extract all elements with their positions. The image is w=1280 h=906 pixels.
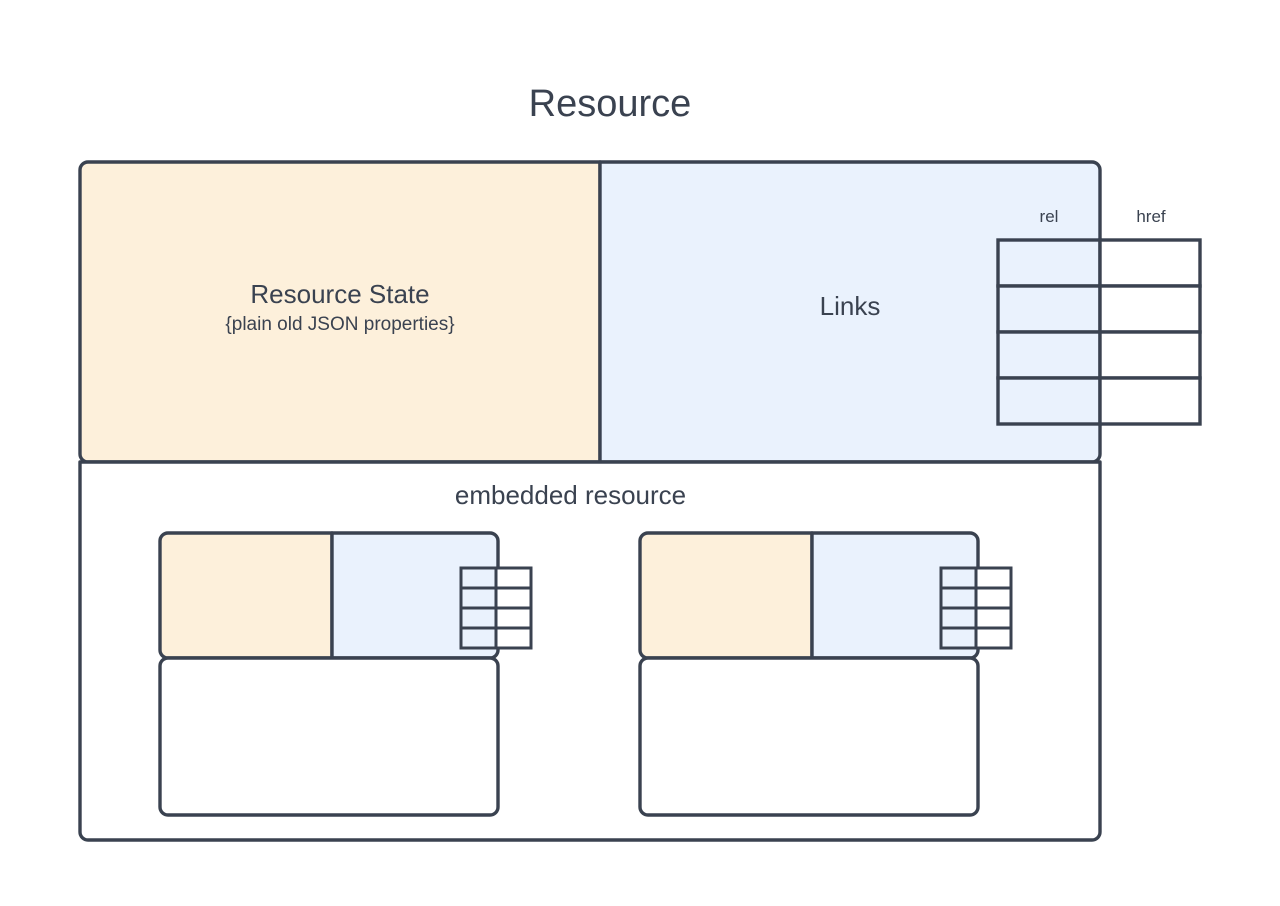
embedded-1-state-box [158,531,334,660]
embedded-1-cell-href-4 [494,626,533,650]
embedded-2-cell-rel-2 [939,586,978,610]
embedded-1-cell-rel-2 [459,586,498,610]
embedded-1-cell-rel-3 [459,606,498,630]
links-title: Links [819,291,881,321]
links-cell-rel-3 [996,330,1102,380]
links-cell-href-2 [1098,284,1202,334]
embedded-2-state-box [638,531,814,660]
embedded-2-cell-rel-1 [939,566,978,590]
embedded-2-cell-href-1 [974,566,1013,590]
links-table [996,238,1202,426]
embedded-1-links-table [459,566,533,650]
embedded-resource-title: embedded resource [454,480,687,510]
embedded-1-cell-href-1 [494,566,533,590]
embedded-resource-1 [158,531,533,817]
embedded-2-cell-href-2 [974,586,1013,610]
embedded-2-nested-box [638,656,980,817]
embedded-2-cell-rel-4 [939,626,978,650]
embedded-2-links-table [939,566,1013,650]
embedded-1-cell-rel-4 [459,626,498,650]
embedded-2-cell-href-3 [974,606,1013,630]
embedded-1-cell-href-2 [494,586,533,610]
links-cell-href-4 [1098,376,1202,426]
resource-state-box [78,160,602,464]
links-cell-rel-1 [996,238,1102,288]
embedded-2-cell-rel-3 [939,606,978,630]
links-cell-href-1 [1098,238,1202,288]
links-cell-rel-4 [996,376,1102,426]
resource-state-title: Resource State [250,279,430,309]
links-column-header-rel: rel [1039,207,1059,226]
embedded-1-cell-href-3 [494,606,533,630]
links-column-header-href: href [1136,207,1166,226]
embedded-2-cell-href-4 [974,626,1013,650]
links-cell-href-3 [1098,330,1202,380]
page-title: Resource [528,83,692,125]
embedded-1-nested-box [158,656,500,817]
embedded-resource-2 [638,531,1013,817]
embedded-1-cell-rel-1 [459,566,498,590]
resource-state-subtitle: {plain old JSON properties} [225,314,455,335]
